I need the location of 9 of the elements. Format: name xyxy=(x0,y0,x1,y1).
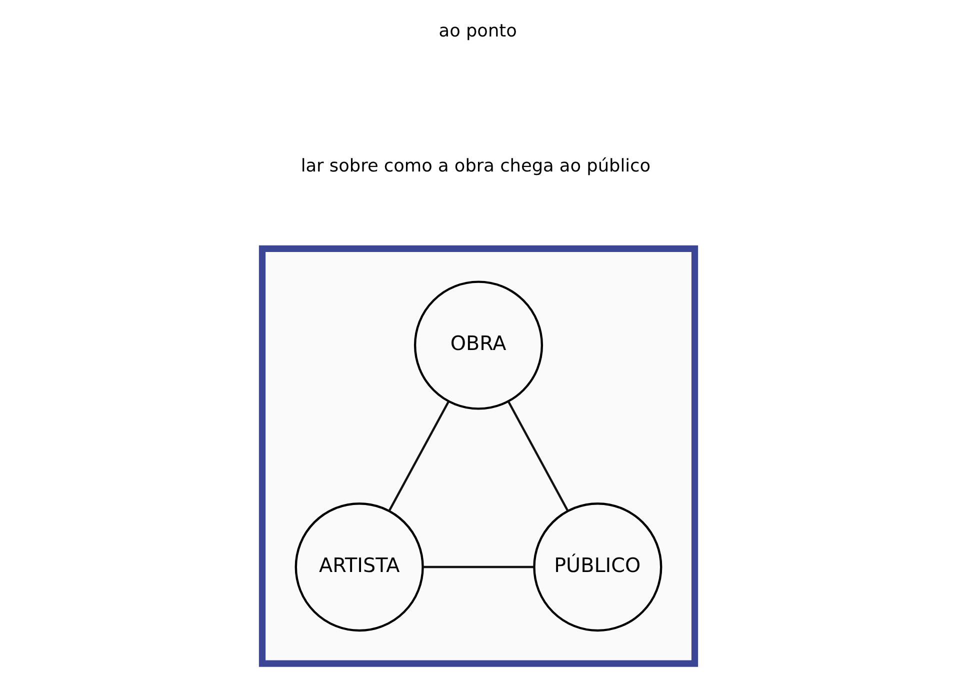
cluster xyxy=(258,245,698,667)
node-circle: OBRA xyxy=(414,280,544,410)
label: lar sobre como a obra chega ao público xyxy=(300,156,651,176)
connector xyxy=(423,566,534,568)
node-circle: PÚBLICO xyxy=(533,502,662,632)
connector xyxy=(388,400,450,512)
node-circle: ARTISTA xyxy=(294,502,424,632)
connector xyxy=(507,400,569,512)
label: ao ponto xyxy=(438,22,517,42)
